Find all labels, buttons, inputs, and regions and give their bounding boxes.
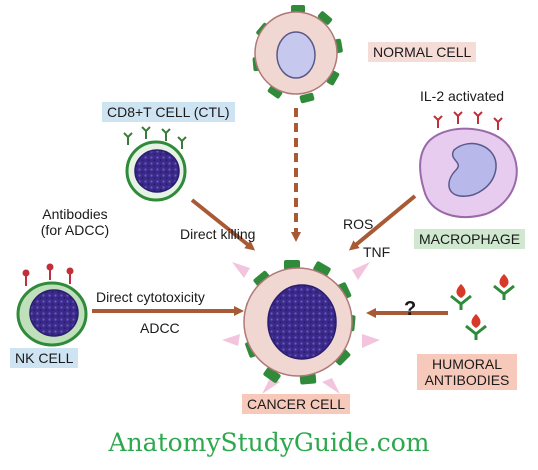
humoral-label-line1: HUMORAL <box>431 356 502 372</box>
ctl-receptors <box>123 126 187 149</box>
cancer-cell-label: CANCER CELL <box>242 394 351 414</box>
cancer-cell-receptors <box>244 260 356 385</box>
ctl-direct-killing-arrow <box>190 198 256 251</box>
antibodies-adcc-label: Antibodies (for ADCC) <box>28 206 122 238</box>
tnf-label: TNF <box>363 244 391 260</box>
macrophage-receptors <box>433 111 503 130</box>
antibodies-label-line1: Antibodies <box>42 206 108 222</box>
humoral-antibody-2 <box>493 274 515 300</box>
cd8-t-cell <box>123 126 187 202</box>
il2-activated-label: IL-2 activated <box>420 88 505 104</box>
humoral-label-line2: ANTIBODIES <box>424 372 510 388</box>
macrophage <box>419 111 518 218</box>
nk-cell-label: NK CELL <box>10 348 79 368</box>
normal-cell <box>252 5 343 104</box>
nk-cell <box>16 263 88 347</box>
cancer-cell <box>222 260 380 394</box>
question-mark-label: ? <box>404 298 417 320</box>
ros-label: ROS <box>343 216 374 232</box>
humoral-antibody-3 <box>465 314 487 340</box>
direct-cytotoxicity-label: Direct cytotoxicity <box>96 289 205 305</box>
humoral-antibody-1 <box>450 284 472 310</box>
normal-cell-label: NORMAL CELL <box>368 42 477 62</box>
macrophage-label: MACROPHAGE <box>414 229 526 249</box>
nk-antibodies <box>22 263 74 286</box>
watermark-text: AnatomyStudyGuide.com <box>108 428 430 457</box>
humoral-antibodies-label: HUMORAL ANTIBODIES <box>417 354 517 390</box>
antibodies-label-line2: (for ADCC) <box>40 222 110 238</box>
direct-killing-label: Direct killing <box>180 226 256 242</box>
humoral-antibodies-icons <box>450 274 515 340</box>
adcc-label: ADCC <box>140 320 180 336</box>
macrophage-ros-tnf-arrow <box>348 194 417 251</box>
cancer-cell-spikes <box>222 262 380 394</box>
arrows <box>92 108 448 318</box>
cd8-cell-label: CD8+T CELL (CTL) <box>102 102 235 122</box>
